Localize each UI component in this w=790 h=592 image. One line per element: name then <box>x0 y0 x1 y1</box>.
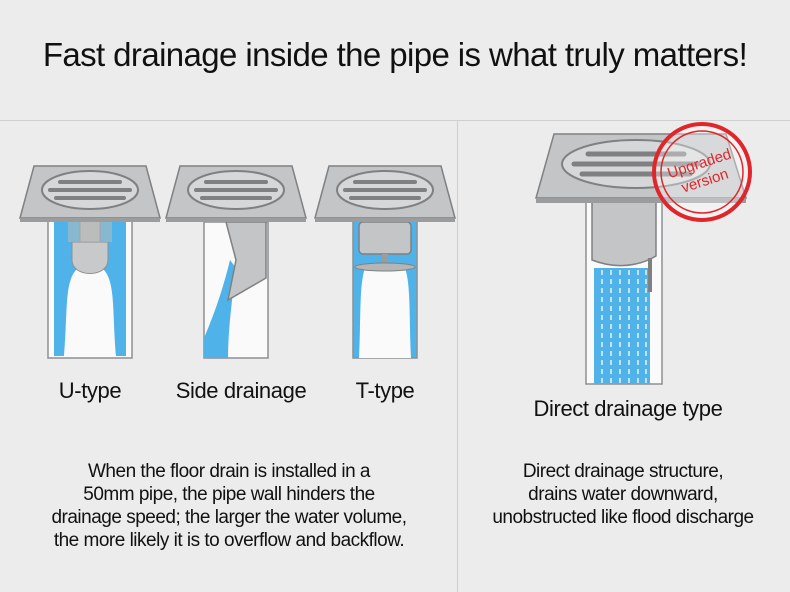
left-description-line: drainage speed; the larger the water vol… <box>51 507 407 528</box>
left-description-line: the more likely it is to overflow and ba… <box>53 530 405 551</box>
horizontal-divider <box>0 120 790 121</box>
left-description-line: 50mm pipe, the pipe wall hinders the <box>83 484 375 505</box>
left-description-line: When the floor drain is installed in a <box>88 461 371 482</box>
right-description: Direct drainage structure, drains water … <box>462 460 784 529</box>
u-type-label: U-type <box>58 378 122 403</box>
upgraded-stamp-icon: Upgraded version <box>652 122 752 222</box>
side-drainage-label: Side drainage <box>175 378 307 403</box>
right-description-line: drains water downward, <box>528 484 718 505</box>
left-description: When the floor drain is installed in a 5… <box>6 460 452 552</box>
right-description-line: Direct drainage structure, <box>522 461 724 482</box>
side-drainage-drain-icon <box>165 165 307 359</box>
right-description-line: unobstructed like flood discharge <box>492 507 754 528</box>
vertical-divider <box>457 121 458 592</box>
u-type-drain-icon <box>19 165 161 359</box>
t-type-drain-icon <box>314 165 456 359</box>
page-headline: Fast drainage inside the pipe is what tr… <box>42 36 748 73</box>
direct-drainage-label: Direct drainage type <box>533 396 723 421</box>
t-type-label: T-type <box>355 378 415 403</box>
direct-drainage-drain-icon <box>535 133 748 385</box>
